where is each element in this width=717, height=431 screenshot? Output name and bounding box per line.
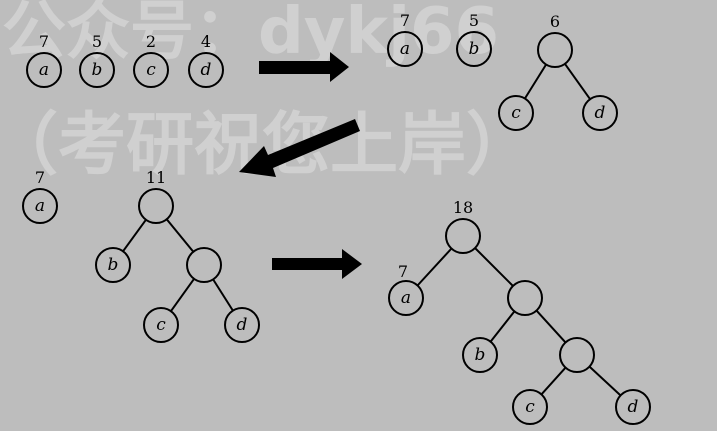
step2-node-cd (537, 32, 573, 68)
step3-edge-bcd-cd (165, 218, 195, 253)
step3-node-a-label: a (35, 196, 45, 216)
step1-node-d-label: d (201, 60, 212, 80)
step2-node-d (582, 95, 618, 131)
step4-edge-root-bcd (474, 247, 514, 287)
step4-edge-cd-c (540, 366, 567, 396)
step4-node-c (512, 389, 548, 425)
step1-node-c (133, 52, 169, 88)
step4-node-a (388, 280, 424, 316)
step3-edge-bcd-b (122, 219, 147, 252)
step2-node-b (456, 31, 492, 67)
arrow-3 (272, 249, 362, 279)
step4-edge-root-a (416, 247, 453, 287)
step4-node-c-label: c (525, 397, 535, 417)
step3-edge-cd-d (212, 278, 234, 312)
step4-edge-bcd-b (489, 310, 516, 343)
step3-node-cd (186, 247, 222, 283)
step3-node-a-weight: 7 (35, 168, 45, 187)
step1-node-a (26, 52, 62, 88)
arrow-2 (239, 119, 360, 177)
step3-node-d (224, 307, 260, 343)
step2-node-cd-weight: 6 (550, 12, 560, 31)
step3-node-c (143, 307, 179, 343)
step1-node-c-label: c (146, 60, 156, 80)
step4-node-d-label: d (628, 397, 639, 417)
step4-node-root-weight: 18 (453, 198, 473, 217)
step3-node-a (22, 188, 58, 224)
step3-node-d-label: d (237, 315, 248, 335)
step1-node-d (188, 52, 224, 88)
step4-node-a-weight: 7 (398, 262, 408, 281)
step4-tree: 18 a 7 b c d (388, 198, 651, 425)
step3-node-b-label: b (108, 255, 119, 275)
step2-node-a-weight: 7 (400, 11, 410, 30)
step3-node-c-label: c (156, 315, 166, 335)
step3-node-bcd (138, 188, 174, 224)
step2-node-c-label: c (511, 103, 521, 123)
step3-tree: a 7 11 b c d (22, 168, 260, 343)
step2-node-d-label: d (595, 103, 606, 123)
step1-node-b (79, 52, 115, 88)
step3-node-b (95, 247, 131, 283)
step4-node-b-label: b (475, 345, 486, 365)
step4-node-root (445, 218, 481, 254)
step2-node-c (498, 95, 534, 131)
step3-edge-cd-c (170, 278, 195, 312)
step4-node-b (462, 337, 498, 373)
step1-tree: a 7 b 5 c 2 d 4 (26, 32, 224, 88)
step1-node-b-weight: 5 (92, 32, 102, 51)
step1-node-d-weight: 4 (201, 32, 211, 51)
step2-tree: a 7 b 5 6 c d (387, 11, 618, 131)
arrow-1 (259, 52, 349, 82)
step2-edge-cd-c (524, 63, 547, 100)
step1-node-c-weight: 2 (146, 32, 156, 51)
step2-node-b-weight: 5 (469, 11, 479, 30)
step2-node-a-label: a (400, 39, 410, 59)
step4-node-bcd (507, 280, 543, 316)
step1-node-a-label: a (39, 60, 49, 80)
step4-node-a-label: a (401, 288, 411, 308)
step4-node-cd (559, 337, 595, 373)
step2-node-a (387, 31, 423, 67)
step1-node-b-label: b (92, 60, 103, 80)
step4-edge-cd-d (588, 365, 622, 397)
step1-node-a-weight: 7 (39, 32, 49, 51)
step4-edge-bcd-cd (535, 309, 567, 344)
step2-edge-cd-d (564, 63, 591, 100)
step2-node-b-label: b (469, 39, 480, 59)
step4-node-d (615, 389, 651, 425)
step3-node-bcd-weight: 11 (146, 168, 166, 187)
